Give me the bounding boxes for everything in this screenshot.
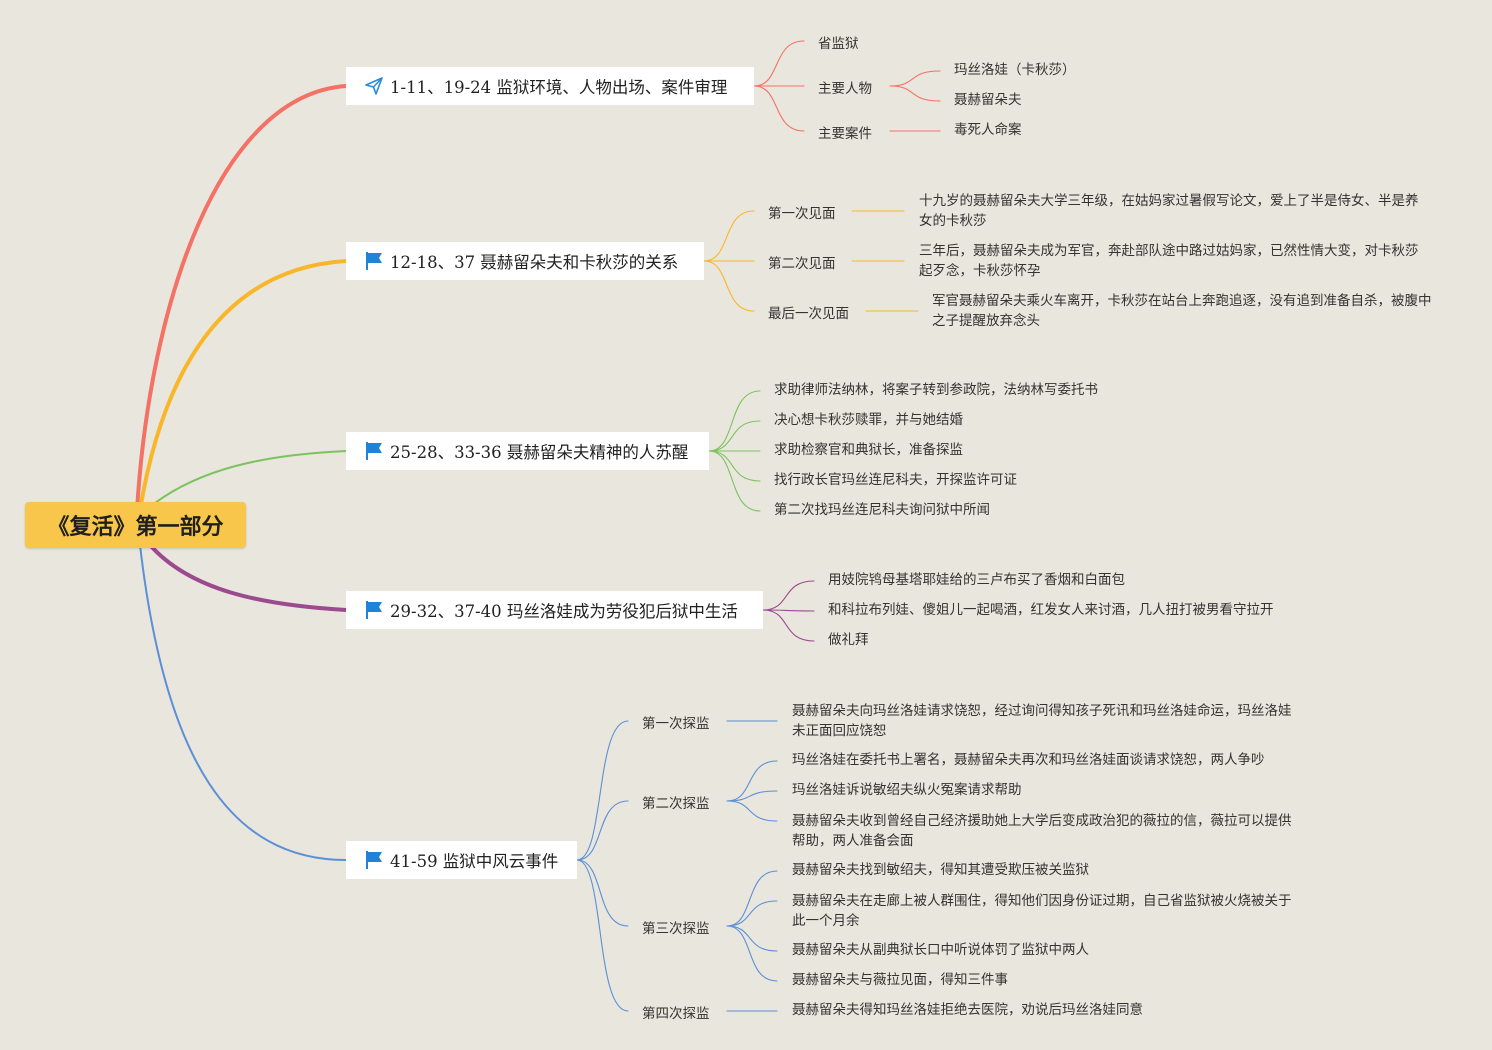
root-branch-connector xyxy=(148,543,348,612)
branch-connector xyxy=(726,760,778,802)
branch-connector xyxy=(762,609,815,612)
branch-node-relationship[interactable]: 12-18、37 聂赫留朵夫和卡秋莎的关系 xyxy=(346,242,704,280)
branch-connector xyxy=(576,859,629,927)
leaf-meet-vera[interactable]: 聂赫留朵夫与薇拉见面，得知三件事 xyxy=(792,972,1008,988)
flag-icon xyxy=(364,850,384,870)
branch-connector xyxy=(762,609,815,642)
flag-icon xyxy=(364,600,384,620)
flag-icon xyxy=(364,251,384,271)
leaf-sign-power-of-attorney[interactable]: 玛丝洛娃在委托书上署名，聂赫留朵夫再次和玛丝洛娃面谈请求饶恕，两人争吵 xyxy=(792,752,1265,768)
leaf-last-meeting-detail[interactable]: 军官聂赫留朵夫乘火车离开，卡秋莎在站台上奔跑追逐，没有追到准备自杀，被腹中之子提… xyxy=(932,293,1432,329)
branch-connector xyxy=(708,420,761,452)
leaf-first-meeting-detail[interactable]: 十九岁的聂赫留朵夫大学三年级，在姑妈家过暑假写论文，爱上了半是侍女、半是养女的卡… xyxy=(919,193,1419,229)
leaf-lawyer-fanarin[interactable]: 求助律师法纳林，将案子转到参政院，法纳林写委托书 xyxy=(774,382,1098,398)
branch-connector xyxy=(762,580,815,611)
branch-connector xyxy=(576,720,629,861)
root-branch-connector xyxy=(139,544,347,861)
branch-connector xyxy=(753,85,805,132)
topic-second-visit[interactable]: 第二次探监 xyxy=(642,796,710,812)
topic-last-meeting[interactable]: 最后一次见面 xyxy=(768,306,849,322)
leaf-vera-letter[interactable]: 聂赫留朵夫收到曾经自己经济援助她上大学后变成政治犯的薇拉的信，薇拉可以提供帮助，… xyxy=(792,813,1292,849)
branch-connector xyxy=(708,390,761,452)
branch-connector xyxy=(703,210,755,262)
leaf-decide-marry[interactable]: 决心想卡秋莎赎罪，并与她结婚 xyxy=(774,412,963,428)
branch-connector xyxy=(726,800,778,822)
leaf-corporal-punishment[interactable]: 聂赫留朵夫从副典狱长口中听说体罚了监狱中两人 xyxy=(792,942,1089,958)
branch-connector xyxy=(708,450,761,482)
branch-connector xyxy=(726,925,778,952)
topic-first-meeting[interactable]: 第一次见面 xyxy=(768,206,836,222)
branch-label: 12-18、37 聂赫留朵夫和卡秋莎的关系 xyxy=(390,253,679,272)
root-branch-connector xyxy=(135,84,348,512)
leaf-governor-permit[interactable]: 找行政长官玛丝连尼科夫，开探监许可证 xyxy=(774,472,1017,488)
leaf-first-visit-detail[interactable]: 聂赫留朵夫向玛丝洛娃请求饶恕，经过询问得知孩子死讯和玛丝洛娃命运，玛丝洛娃未正面… xyxy=(792,703,1292,739)
branch-connector xyxy=(726,790,778,802)
flag-icon xyxy=(364,441,384,461)
branch-connector xyxy=(576,859,629,1012)
branch-label: 25-28、33-36 聂赫留朵夫精神的人苏醒 xyxy=(390,443,689,462)
root-branch-connector xyxy=(154,450,347,504)
branch-label: 1-11、19-24 监狱环境、人物出场、案件审理 xyxy=(390,78,728,97)
leaf-worship[interactable]: 做礼拜 xyxy=(828,632,869,648)
branch-node-prison-environment[interactable]: 1-11、19-24 监狱环境、人物出场、案件审理 xyxy=(346,67,754,105)
branch-connector xyxy=(726,870,778,927)
branch-node-prison-life[interactable]: 29-32、37-40 玛丝洛娃成为劳役犯后狱中生活 xyxy=(346,591,763,629)
topic-fourth-visit[interactable]: 第四次探监 xyxy=(642,1006,710,1022)
paper-plane-icon xyxy=(364,76,384,96)
topic-provincial-prison[interactable]: 省监狱 xyxy=(818,36,859,52)
topic-second-meeting[interactable]: 第二次见面 xyxy=(768,256,836,272)
branch-connector xyxy=(726,900,778,927)
branch-connector xyxy=(753,40,805,87)
topic-main-case[interactable]: 主要案件 xyxy=(818,126,872,142)
leaf-buy-cigarettes[interactable]: 用妓院鸨母基塔耶娃给的三卢布买了香烟和白面包 xyxy=(828,572,1125,588)
leaf-prosecutor-warden[interactable]: 求助检察官和典狱长，准备探监 xyxy=(774,442,963,458)
leaf-poisoning-case[interactable]: 毒死人命案 xyxy=(954,122,1022,138)
leaf-second-visit-governor[interactable]: 第二次找玛丝连尼科夫询问狱中所闻 xyxy=(774,502,990,518)
branch-node-prison-events[interactable]: 41-59 监狱中风云事件 xyxy=(346,841,577,879)
branch-connector xyxy=(576,800,629,861)
root-branch-connector xyxy=(138,259,348,512)
branch-connector xyxy=(703,260,755,312)
topic-third-visit[interactable]: 第三次探监 xyxy=(642,921,710,937)
branch-connector xyxy=(726,925,778,982)
leaf-find-menshov[interactable]: 聂赫留朵夫找到敏绍夫，得知其遭受欺压被关监狱 xyxy=(792,862,1089,878)
leaf-second-meeting-detail[interactable]: 三年后，聂赫留朵夫成为军官，奔赴部队途中路过姑妈家，已然性情大变，对卡秋莎起歹念… xyxy=(919,243,1419,279)
branch-label: 41-59 监狱中风云事件 xyxy=(390,852,559,871)
leaf-character-nekhlyudov[interactable]: 聂赫留朵夫 xyxy=(954,92,1022,108)
branch-connector xyxy=(708,450,761,512)
branch-node-spiritual-awakening[interactable]: 25-28、33-36 聂赫留朵夫精神的人苏醒 xyxy=(346,432,709,470)
topic-first-visit[interactable]: 第一次探监 xyxy=(642,716,710,732)
root-node[interactable]: 《复活》第一部分 xyxy=(25,502,246,548)
branch-connector xyxy=(889,70,941,87)
leaf-hospital-refusal[interactable]: 聂赫留朵夫得知玛丝洛娃拒绝去医院，劝说后玛丝洛娃同意 xyxy=(792,1002,1143,1018)
leaf-drinking-fight[interactable]: 和科拉布列娃、傻姐儿一起喝酒，红发女人来讨酒，几人扭打被男看守拉开 xyxy=(828,602,1274,618)
topic-main-characters[interactable]: 主要人物 xyxy=(818,81,872,97)
leaf-menshov-arson[interactable]: 玛丝洛娃诉说敏绍夫纵火冤案请求帮助 xyxy=(792,782,1022,798)
leaf-character-maslova[interactable]: 玛丝洛娃（卡秋莎） xyxy=(954,62,1076,78)
leaf-crowd-corridor[interactable]: 聂赫留朵夫在走廊上被人群围住，得知他们因身份证过期，自己省监狱被火烧被关于此一个… xyxy=(792,893,1292,929)
branch-label: 29-32、37-40 玛丝洛娃成为劳役犯后狱中生活 xyxy=(390,602,738,621)
branch-connector xyxy=(889,85,941,102)
